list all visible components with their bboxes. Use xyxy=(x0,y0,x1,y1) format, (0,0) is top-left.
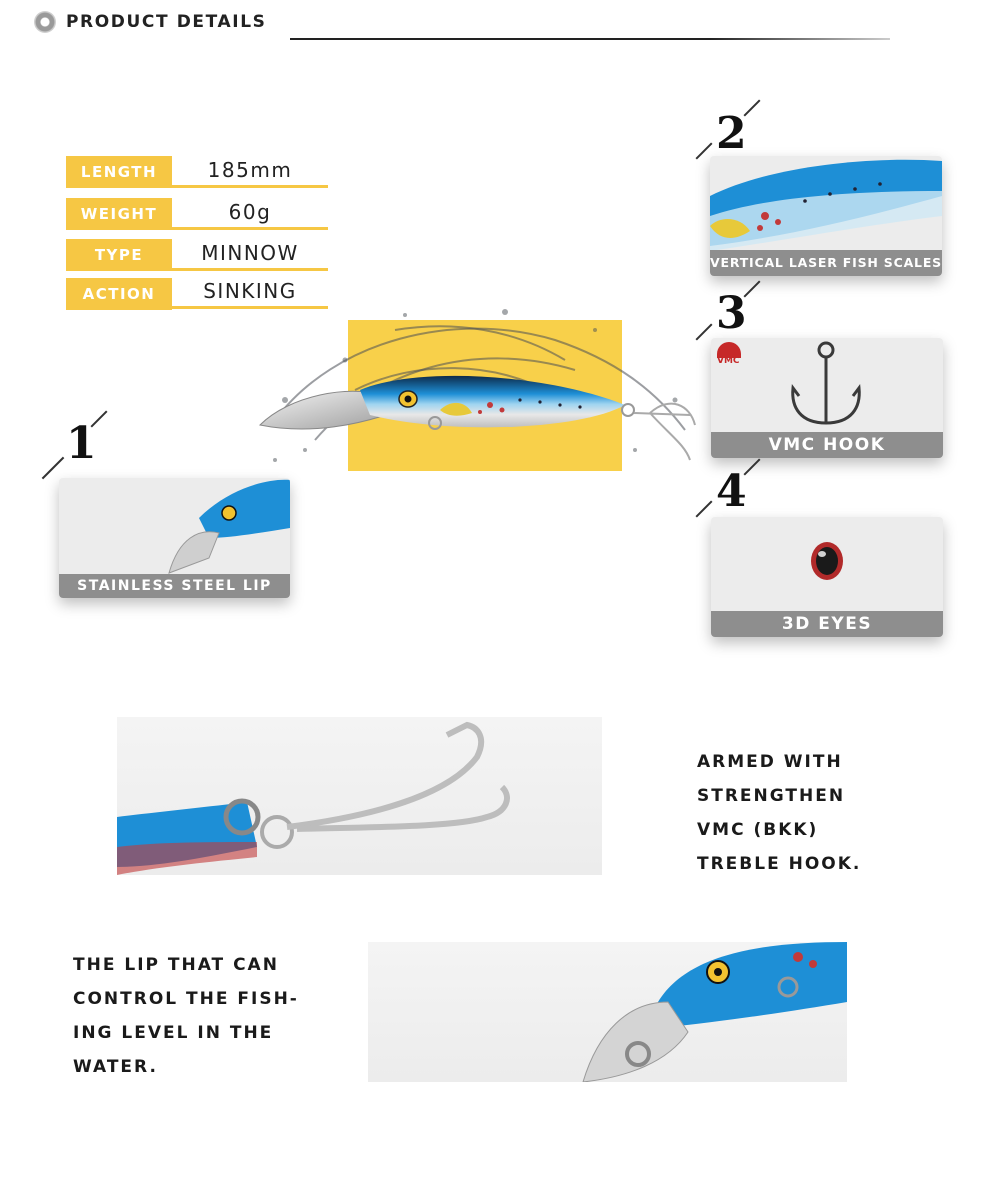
treble-hook-icon xyxy=(791,341,861,425)
feature-card-lip: STAINLESS STEEL LIP xyxy=(59,478,290,598)
lip-closeup-image xyxy=(582,942,847,1082)
header-divider xyxy=(290,38,890,40)
spec-label-weight: WEIGHT xyxy=(66,198,172,230)
bullet-circle-icon xyxy=(34,11,56,33)
spec-label-length: LENGTH xyxy=(66,156,172,188)
feature-number-4: 4 xyxy=(716,466,747,517)
feature-card-scales: VERTICAL LASER FISH SCALES xyxy=(710,156,942,276)
spec-value-action: SINKING xyxy=(172,276,328,309)
feature-number-2: 2 xyxy=(716,108,747,159)
lip-description-line: ING LEVEL IN THE xyxy=(73,1023,274,1043)
vmc-logo-text: VMC xyxy=(717,356,740,366)
feature-card-hook: VMC VMC HOOK xyxy=(711,338,943,458)
hook-description-line: TREBLE HOOK. xyxy=(697,854,862,874)
feature-number-3: 3 xyxy=(716,288,747,339)
hook-description-line: VMC (BKK) xyxy=(697,820,819,840)
number-slash-decoration xyxy=(695,500,713,518)
lip-description-line: THE LIP THAT CAN xyxy=(73,955,279,975)
lip-description: THE LIP THAT CAN CONTROL THE FISH- ING L… xyxy=(73,948,343,1084)
hook-closeup-photo xyxy=(117,717,602,875)
feature-caption-hook: VMC HOOK xyxy=(711,432,943,458)
lip-closeup-image xyxy=(168,479,290,574)
number-slash-decoration xyxy=(41,456,65,480)
spec-value-type: MINNOW xyxy=(172,238,328,271)
spec-label-action: ACTION xyxy=(66,278,172,310)
hook-description-line: ARMED WITH xyxy=(697,752,843,772)
lure-illustration xyxy=(258,375,696,461)
vmc-logo-icon xyxy=(717,342,741,358)
feature-caption-lip: STAINLESS STEEL LIP xyxy=(59,574,290,598)
scales-closeup-image xyxy=(710,159,942,251)
spec-value-weight: 60g xyxy=(172,197,328,230)
hook-description: ARMED WITH STRENGTHEN VMC (BKK) TREBLE H… xyxy=(697,745,957,881)
feature-caption-eyes: 3D EYES xyxy=(711,611,943,637)
lip-description-line: WATER. xyxy=(73,1057,158,1077)
feature-caption-scales: VERTICAL LASER FISH SCALES xyxy=(710,250,942,276)
feature-card-eyes: 3D EYES xyxy=(711,517,943,637)
page-title: PRODUCT DETAILS xyxy=(66,12,267,32)
hook-closeup-image xyxy=(117,721,510,875)
spec-label-type: TYPE xyxy=(66,239,172,271)
hook-description-line: STRENGTHEN xyxy=(697,786,846,806)
3d-eye-icon xyxy=(811,542,843,580)
lip-closeup-photo xyxy=(368,942,847,1082)
spec-value-length: 185mm xyxy=(172,155,328,188)
lip-description-line: CONTROL THE FISH- xyxy=(73,989,299,1009)
